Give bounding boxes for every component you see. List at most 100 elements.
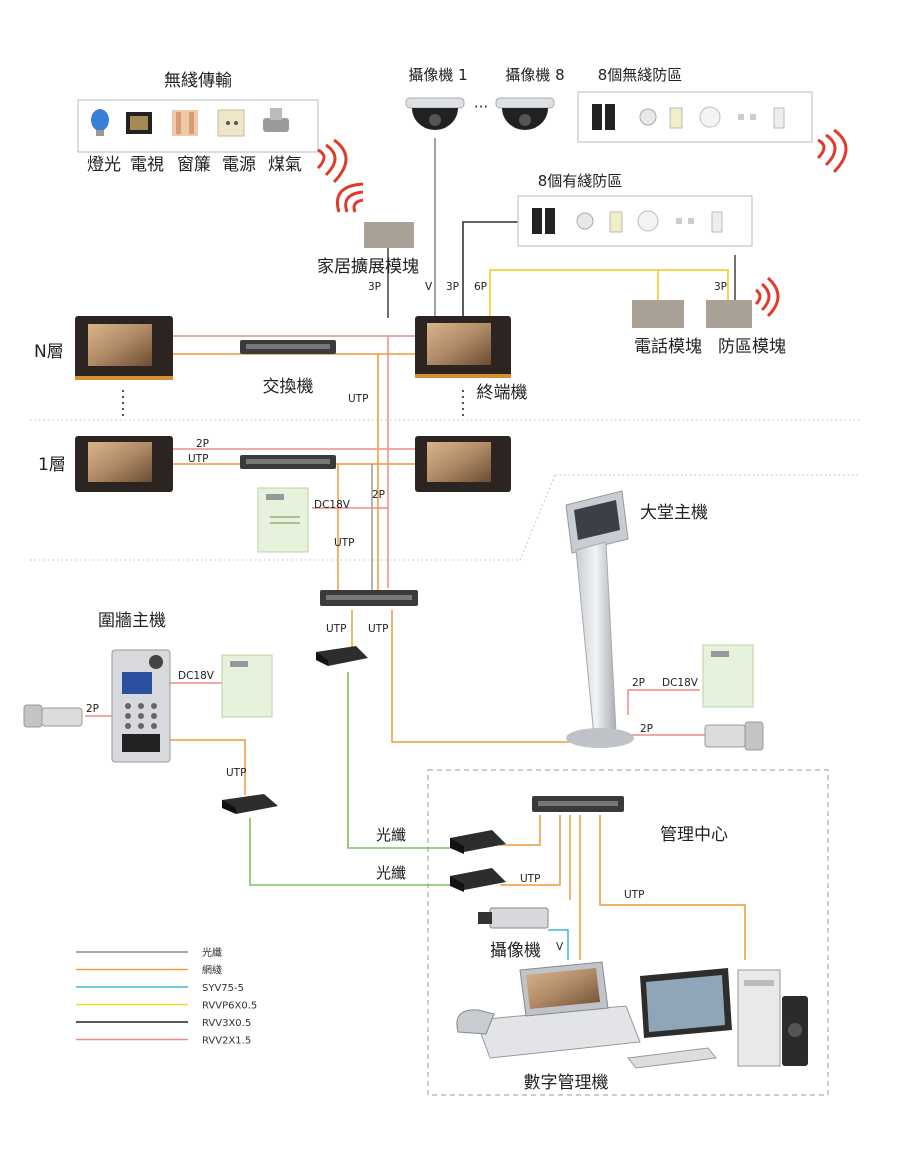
curtain-icon [172, 110, 198, 136]
wire-switch-pc [599, 815, 746, 960]
wire-to-lobby [391, 610, 585, 743]
wire-camera-coax [548, 929, 569, 960]
wire-label-2p: 2P [86, 703, 99, 715]
fiber-green-2 [249, 818, 450, 886]
digital-management-machine [456, 961, 641, 1059]
wire-label-utp: UTP [188, 453, 208, 465]
wireless-signal-icon [336, 182, 364, 213]
indoor-monitor [415, 436, 511, 492]
appliance-gas: 煤氣 [268, 155, 302, 175]
management-center-label: 管理中心 [660, 825, 728, 845]
wired-zones-title: 8個有綫防區 [538, 172, 623, 190]
legend-label: RVV3X0.5 [202, 1018, 251, 1029]
wire-wired-zone [462, 221, 518, 318]
sensor-icons [532, 208, 723, 234]
wire-label-2p: 2P [196, 438, 209, 450]
wire-label-dc18v: DC18V [314, 499, 351, 511]
tv-icon [126, 112, 152, 134]
legend-label: 網綫 [202, 964, 222, 977]
phone-module-label: 電話模塊 [634, 337, 702, 357]
camera-ellipsis: ··· [474, 98, 488, 116]
wire-label-2p: 2P [632, 677, 645, 689]
fiber-green-1 [347, 672, 450, 849]
media-converter [316, 646, 368, 666]
home-ext-module [364, 222, 414, 248]
fiber-label: 光纖 [376, 864, 406, 882]
camera8-label: 攝像機 8 [505, 66, 564, 84]
wall-power-supply [221, 654, 273, 718]
bulb-icon [91, 109, 109, 136]
wire-label-utp: UTP [326, 623, 346, 635]
wireless-signal-icon [316, 138, 348, 184]
terminal-monitor [415, 316, 511, 378]
camera1-label: 攝像機 1 [408, 66, 467, 84]
legend-label: SYV75-5 [202, 983, 244, 994]
switch-label: 交換機 [263, 377, 314, 397]
floor-switch [240, 455, 336, 469]
wire-conv1-switch [500, 815, 541, 846]
legend-label: RVV2X1.5 [202, 1036, 251, 1047]
floor-1-label: 1層 [38, 455, 66, 475]
indoor-monitor [75, 316, 173, 380]
floor-separator [519, 474, 556, 561]
indoor-monitor [75, 436, 173, 492]
floor-n-label: N層 [34, 342, 64, 362]
computer [627, 968, 808, 1069]
zone-module [706, 300, 752, 328]
wireless-title: 無綫傳輸 [164, 71, 232, 91]
dome-camera-icon [405, 97, 465, 130]
wire-label-utp: UTP [368, 623, 388, 635]
media-converter [450, 830, 506, 854]
wall-host [111, 649, 171, 763]
lobby-lock [704, 721, 764, 751]
appliance-curtain: 窗簾 [177, 155, 211, 175]
wire-lobby-dc18v [627, 689, 700, 715]
wire-6p [489, 269, 729, 318]
wire-label-utp: UTP [334, 537, 354, 549]
wire-label-utp: UTP [624, 889, 644, 901]
lobby-power-supply [702, 644, 754, 708]
fiber-label: 光纖 [376, 826, 406, 844]
legend-label: 光纖 [202, 946, 222, 959]
digital-machine-label: 數字管理機 [524, 1073, 609, 1093]
media-converter [222, 794, 278, 814]
wireless-zones-title: 8個無綫防區 [598, 66, 683, 84]
socket-icon [217, 109, 245, 137]
legend-label: RVVP6X0.5 [202, 1001, 257, 1012]
wire-label-3p: 3P [368, 281, 381, 293]
home-ext-label: 家居擴展模塊 [317, 257, 419, 277]
zone-module-label: 防區模塊 [718, 337, 786, 357]
wire-wall-utp [170, 739, 246, 795]
main-switch [320, 590, 418, 606]
lobby-label: 大堂主機 [640, 503, 708, 523]
gas-valve-icon [263, 108, 289, 132]
wireless-signal-icon [754, 276, 780, 318]
camera-label: 攝像機 [490, 941, 541, 961]
center-switch [532, 796, 624, 812]
lobby-kiosk [565, 490, 634, 748]
wire-label-3p: 3P [714, 281, 727, 293]
wire-label-utp: UTP [520, 873, 540, 885]
wire-label-utp: UTP [226, 767, 246, 779]
appliance-tv: 電視 [130, 155, 164, 175]
wire-label-dc18v: DC18V [662, 677, 699, 689]
wall-host-label: 圍牆主機 [98, 611, 166, 631]
wire-label-2p: 2P [640, 723, 653, 735]
wire-label-v: V [556, 941, 564, 953]
wire-conv2-switch [500, 815, 561, 886]
appliance-power: 電源 [222, 155, 256, 175]
management-center-box [427, 769, 829, 1096]
dome-camera-icon [495, 97, 555, 130]
box-camera-icon [478, 907, 549, 929]
wall-lock [23, 704, 83, 728]
wire-label-dc18v: DC18V [178, 670, 215, 682]
power-supply [257, 487, 309, 553]
media-converter [450, 868, 506, 892]
wireless-zones-box [577, 91, 813, 143]
phone-module [632, 300, 684, 328]
wire-label-2p: 2P [372, 489, 385, 501]
wire-label-utp: UTP [348, 393, 368, 405]
